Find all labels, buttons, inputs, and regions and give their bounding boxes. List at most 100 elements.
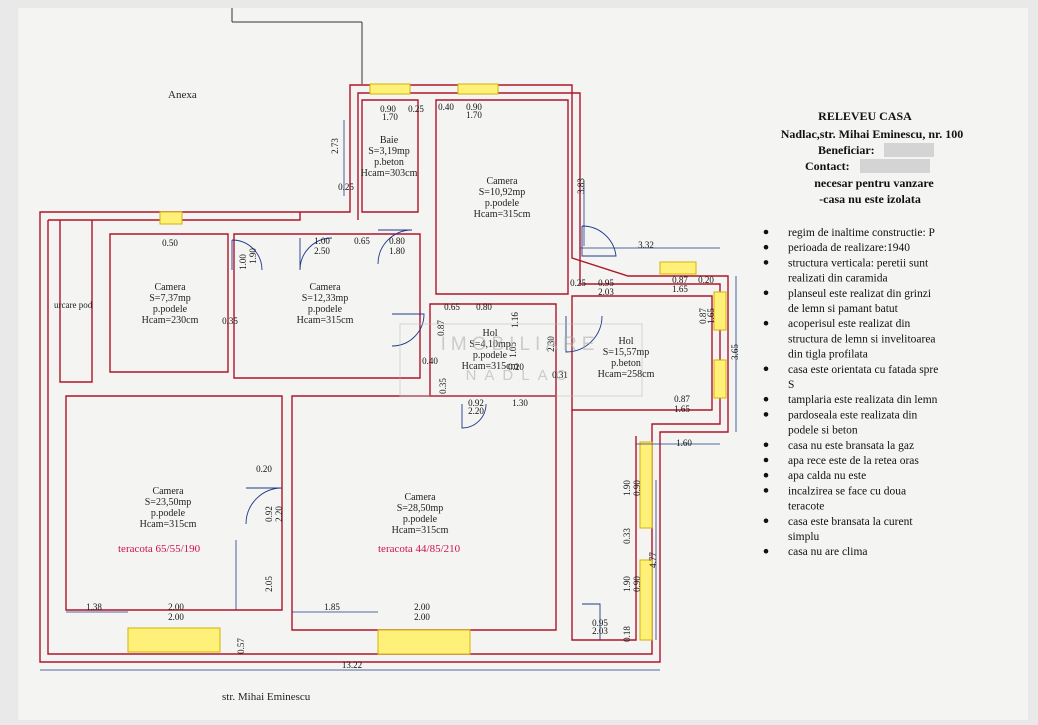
note-bullet [763,472,769,478]
room-label-cam1092: Camera [486,176,518,187]
dimension-d025a: 0.25 [408,104,424,114]
dimension-d205: 2.05 [264,576,274,592]
note-bullet [763,396,769,402]
room-label-cam1092: S=10,92mp [479,187,525,198]
dimension-d365: 3.65 [730,344,740,360]
note-line: apa calda nu este [788,470,866,482]
room-label-baie: Hcam=303cm [361,168,418,179]
dimension-d170b: 1.70 [466,110,482,120]
dimension-lines [40,120,737,671]
dimension-d065b: 0.65 [444,302,460,312]
room-label-cam737: p.podele [153,304,188,315]
dimension-d250: 2.50 [314,246,330,256]
room-label-hol1557: Hol [619,336,634,347]
note-line: pardoseala este realizata din [788,409,918,421]
room-label-cam1233: Hcam=315cm [297,315,354,326]
dimension-d185: 1.85 [324,602,340,612]
room-label-baie: Baie [380,135,399,146]
dimension-d160: 1.60 [676,438,692,448]
room-label-cam2850: Camera [404,492,436,503]
dimension-d220: 2.20 [468,406,484,416]
note-line: simplu [788,531,820,543]
note-line: perioada de realizare:1940 [788,242,910,254]
dimension-d203a: 2.03 [598,287,614,297]
note-line: planseul este realizat din grinzi [788,288,931,300]
dimension-d033: 0.33 [622,528,632,544]
dimension-d273: 2.73 [330,138,340,154]
note-line: casa este orientata cu fatada spre [788,364,938,376]
note-line: podele si beton [788,425,858,437]
dimension-d170a: 1.70 [382,112,398,122]
dimension-d080a: 0.80 [389,236,405,246]
room-label-hol410: p.podele [473,350,508,361]
dimension-d035b: 0.35 [438,378,448,394]
dimension-d165a: 1.65 [672,284,688,294]
dimension-d087d: 0.87 [698,308,708,324]
dimension-d090c: 0.90 [632,480,642,496]
dimension-d203b: 2.03 [592,626,608,636]
dimension-d383: 3.83 [576,178,586,194]
dimension-d100a: 1.00 [314,236,330,246]
note-bullet [763,548,769,554]
room-label-baie: S=3,19mp [368,146,409,157]
dimension-d138: 1.38 [86,602,102,612]
purpose-line-1: necesar pentru vanzare [814,176,934,190]
dimension-d057: 0.57 [236,638,246,654]
note-bullet [763,488,769,493]
dimension-d018: 0.18 [622,626,632,642]
dimension-d105: 1.05 [508,342,518,358]
room-label-cam2850: Hcam=315cm [392,525,449,536]
dimension-d332: 3.32 [638,240,654,250]
note-line: casa nu are clima [788,546,868,558]
watermark-line-2: NĂDLAC [466,367,575,384]
note-line: S [788,379,794,391]
room-label-cam1092: Hcam=315cm [474,209,531,220]
room-labels: BaieS=3,19mpp.betonHcam=303cmCameraS=10,… [140,135,655,536]
note-line: tamplaria este realizata din lemn [788,394,938,406]
dimension-d095b: 0.95 [592,618,608,628]
note-line: casa nu este bransata la gaz [788,440,914,452]
dimension-d087a: 0.87 [672,275,688,285]
room-label-hol1557: S=15,57mp [603,347,649,358]
dimension-d087b: 0.87 [436,320,446,336]
dimension-d130: 1.30 [512,398,528,408]
dimension-d025c: 0.25 [570,278,586,288]
dimension-d092b: 0.92 [264,506,274,522]
room-label-cam1233: Camera [309,282,341,293]
dimension-d020b: 0.20 [508,362,524,372]
paper [18,8,1028,720]
note-line: realizati din caramida [788,273,888,285]
dimension-d477: 4.77 [648,552,658,568]
note-bullet [763,260,769,265]
urcare-pod-label: urcare pod [54,300,93,310]
note-bullet [763,442,769,448]
dimension-d165b: 1.65 [674,404,690,414]
dimension-d020a: 0.20 [698,275,714,285]
note-line: teracote [788,501,824,513]
room-label-cam1092: p.podele [485,198,520,209]
title-block: RELEVEU CASA Nadlac,str. Mihai Eminescu,… [781,109,963,206]
dimension-d100b: 1.00 [238,254,248,270]
note-line: acoperisul este realizat din [788,318,911,330]
dimension-d020c: 0.20 [256,464,272,474]
dimension-d116: 1.16 [510,312,520,328]
note-line: incalzirea se face cu doua [788,485,906,497]
note-line: structura verticala: peretii sunt [788,257,929,269]
contact-label: Contact: [805,159,850,173]
note-bullet [763,244,769,250]
dimension-d200a: 2.00 [168,602,184,612]
plan-title: RELEVEU CASA [818,109,912,123]
dimension-d035: 0.35 [222,316,238,326]
dimension-d050: 0.50 [162,238,178,248]
dimension-d200d: 2.00 [414,612,430,622]
dimension-d040b: 0.40 [422,356,438,366]
note-bullet [763,457,769,463]
dimension-d090d: 0.90 [632,576,642,592]
construction-notes: regim de inaltime constructie: P perioada… [763,227,938,558]
note-line: de lemn si pamant batut [788,303,899,315]
room-label-hol1557: p.beton [611,358,641,369]
note-line: regim de inaltime constructie: P [788,227,935,239]
redacted-contact [860,159,930,173]
